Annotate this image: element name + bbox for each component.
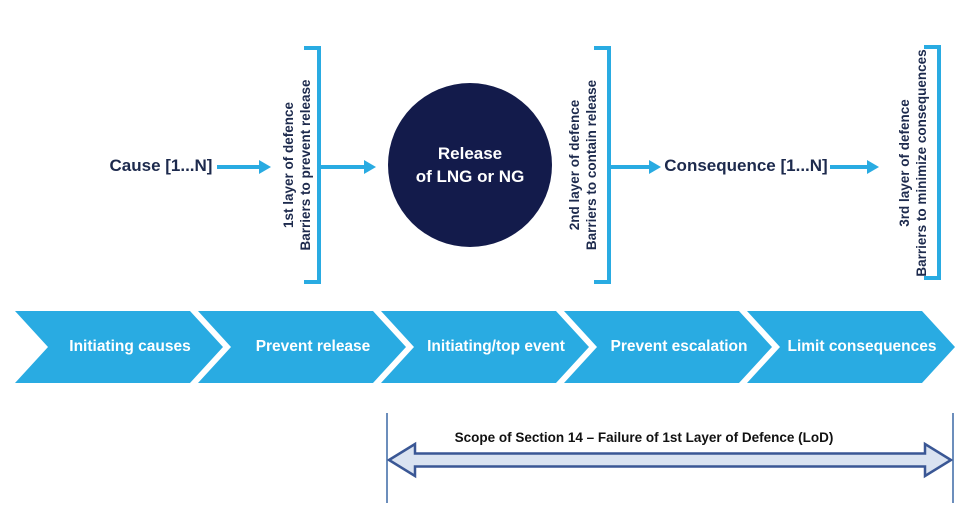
banner-segment-label: Prevent release (255, 338, 371, 355)
event-line1: Release (437, 144, 503, 163)
barrier2-line1: 2nd layer of defence (567, 99, 582, 231)
banner-segment-prevent-escalation: Prevent escalation (564, 311, 772, 383)
banner-segment-limit-consequences: Limit consequences (747, 311, 955, 383)
banner-segment-label: Limit consequences (787, 338, 937, 355)
scope-label: Scope of Section 14 – Failure of 1st Lay… (454, 430, 834, 445)
barrier1-line1: 1st layer of defence (281, 101, 296, 229)
banner-segment-initiating-top-event: Initiating/top event (381, 311, 589, 383)
arrow-shaft (217, 165, 260, 169)
cause-label: Cause [1...N] (109, 156, 213, 175)
barrier2-bracket-icon (594, 46, 611, 284)
barrier3-bracket-icon (924, 45, 941, 280)
barrier1-bracket-icon (304, 46, 321, 284)
scope-left-boundary-line (386, 413, 388, 503)
scope-right-boundary-line (952, 413, 954, 503)
top-event-circle: Release of LNG or NG (388, 83, 552, 247)
arrow-head (259, 160, 271, 174)
banner-segment-label: Initiating causes (69, 338, 191, 355)
arrow-consequence-to-barrier3-icon (830, 160, 879, 174)
phase-banner: Initiating causes Prevent release Initia… (15, 311, 956, 383)
arrow-head (364, 160, 376, 174)
banner-segment-label: Prevent escalation (610, 338, 748, 355)
banner-segment-initiating-causes: Initiating causes (15, 311, 223, 383)
banner-segment-prevent-release: Prevent release (198, 311, 406, 383)
banner-segment-label: Initiating/top event (427, 338, 565, 355)
event-line2: of LNG or NG (415, 167, 525, 186)
barrier3-line1: 3rd layer of defence (897, 99, 912, 227)
arrow-shaft (611, 165, 650, 169)
arrow-head (649, 160, 661, 174)
arrow-cause-to-barrier1-icon (217, 160, 271, 174)
arrow-barrier1-to-event-icon (321, 160, 376, 174)
arrow-shaft (830, 165, 868, 169)
scope-double-arrow-icon (387, 441, 953, 479)
arrow-barrier2-to-consequence-icon (611, 160, 661, 174)
arrow-shaft (321, 165, 365, 169)
consequence-label: Consequence [1...N] (664, 156, 828, 175)
arrow-head (867, 160, 879, 174)
